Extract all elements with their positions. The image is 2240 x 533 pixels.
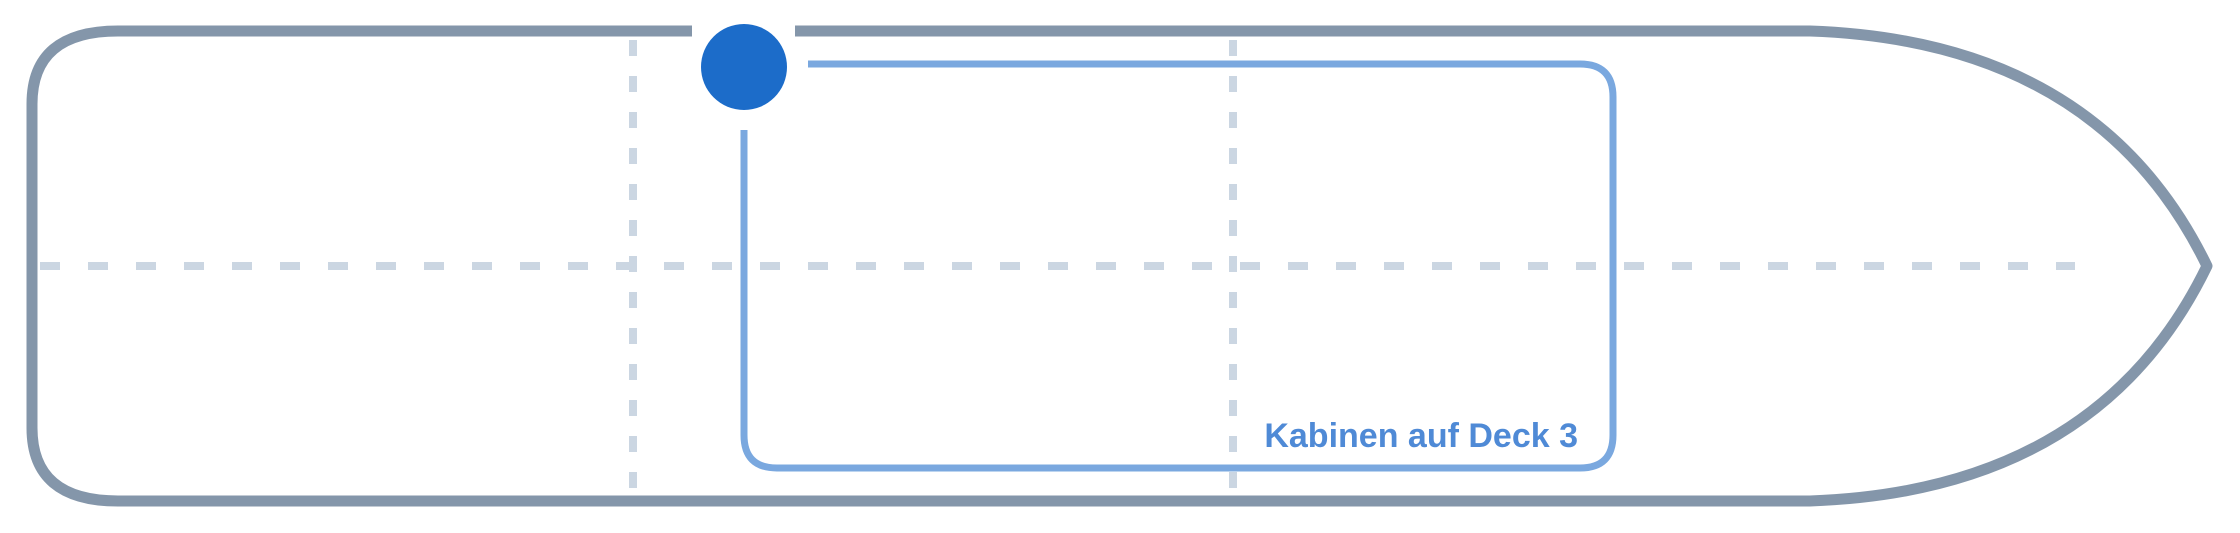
ship-hull-outline: [26, 25, 2213, 507]
cabin-zone-label: Kabinen auf Deck 3: [1264, 417, 1578, 455]
cabin-zone-outline[interactable]: [740, 60, 1617, 472]
grid-lines: [40, 40, 2075, 492]
location-marker[interactable]: [701, 24, 787, 110]
